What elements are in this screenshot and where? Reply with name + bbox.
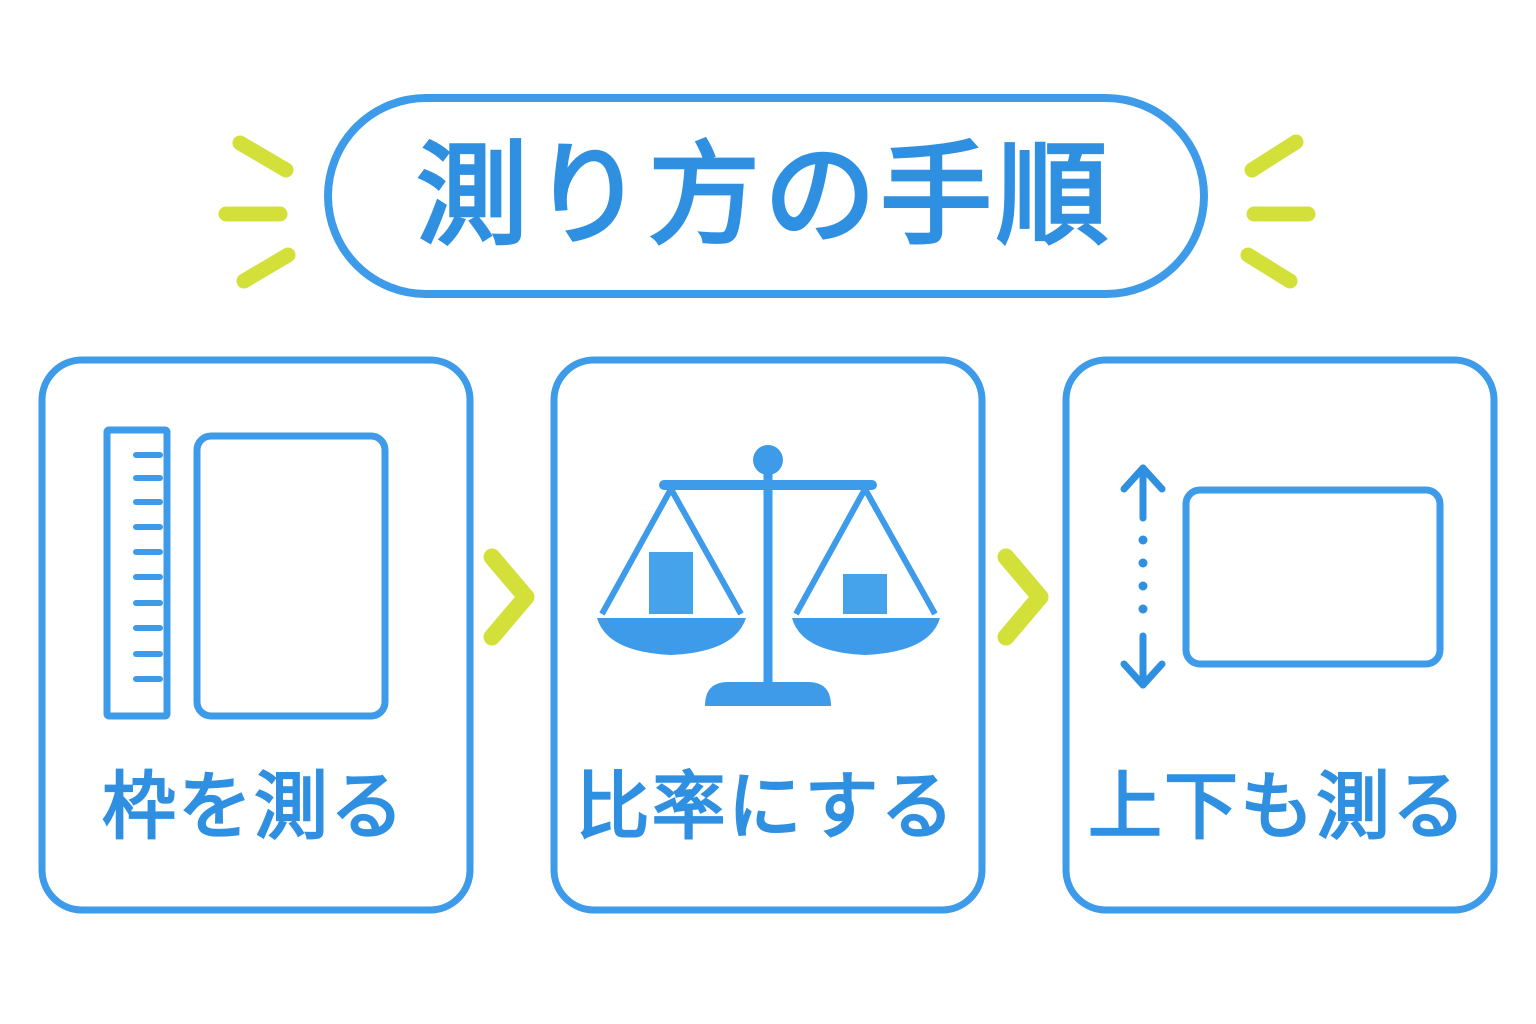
dotted-line [1138,535,1148,614]
step-card-3 [1062,356,1498,914]
step-label-1: 枠を測る [102,764,406,850]
page-title: 測り方の手順 [416,131,1112,261]
step-card-1 [38,356,474,914]
sparkle-left-icon [218,135,296,289]
chevron-right-icon [997,548,1049,646]
frame-icon [1182,486,1444,668]
step-label-2: 比率にする [575,764,957,850]
double-arrow-icon [1120,464,1166,689]
balance-scale-icon [597,445,940,706]
ruler-and-frame-icon [103,426,389,720]
scale-left-pan [597,486,746,655]
step-card-2 [550,356,986,914]
ruler-icon [103,426,171,720]
vertical-measure-icon [1120,464,1444,689]
title-frame [324,94,1208,298]
scale-right-pan [792,486,940,655]
frame-icon [193,432,389,720]
step-label-3: 上下も測る [1088,764,1468,850]
sparkle-right-icon [1240,134,1316,289]
chevron-right-icon [483,548,535,646]
